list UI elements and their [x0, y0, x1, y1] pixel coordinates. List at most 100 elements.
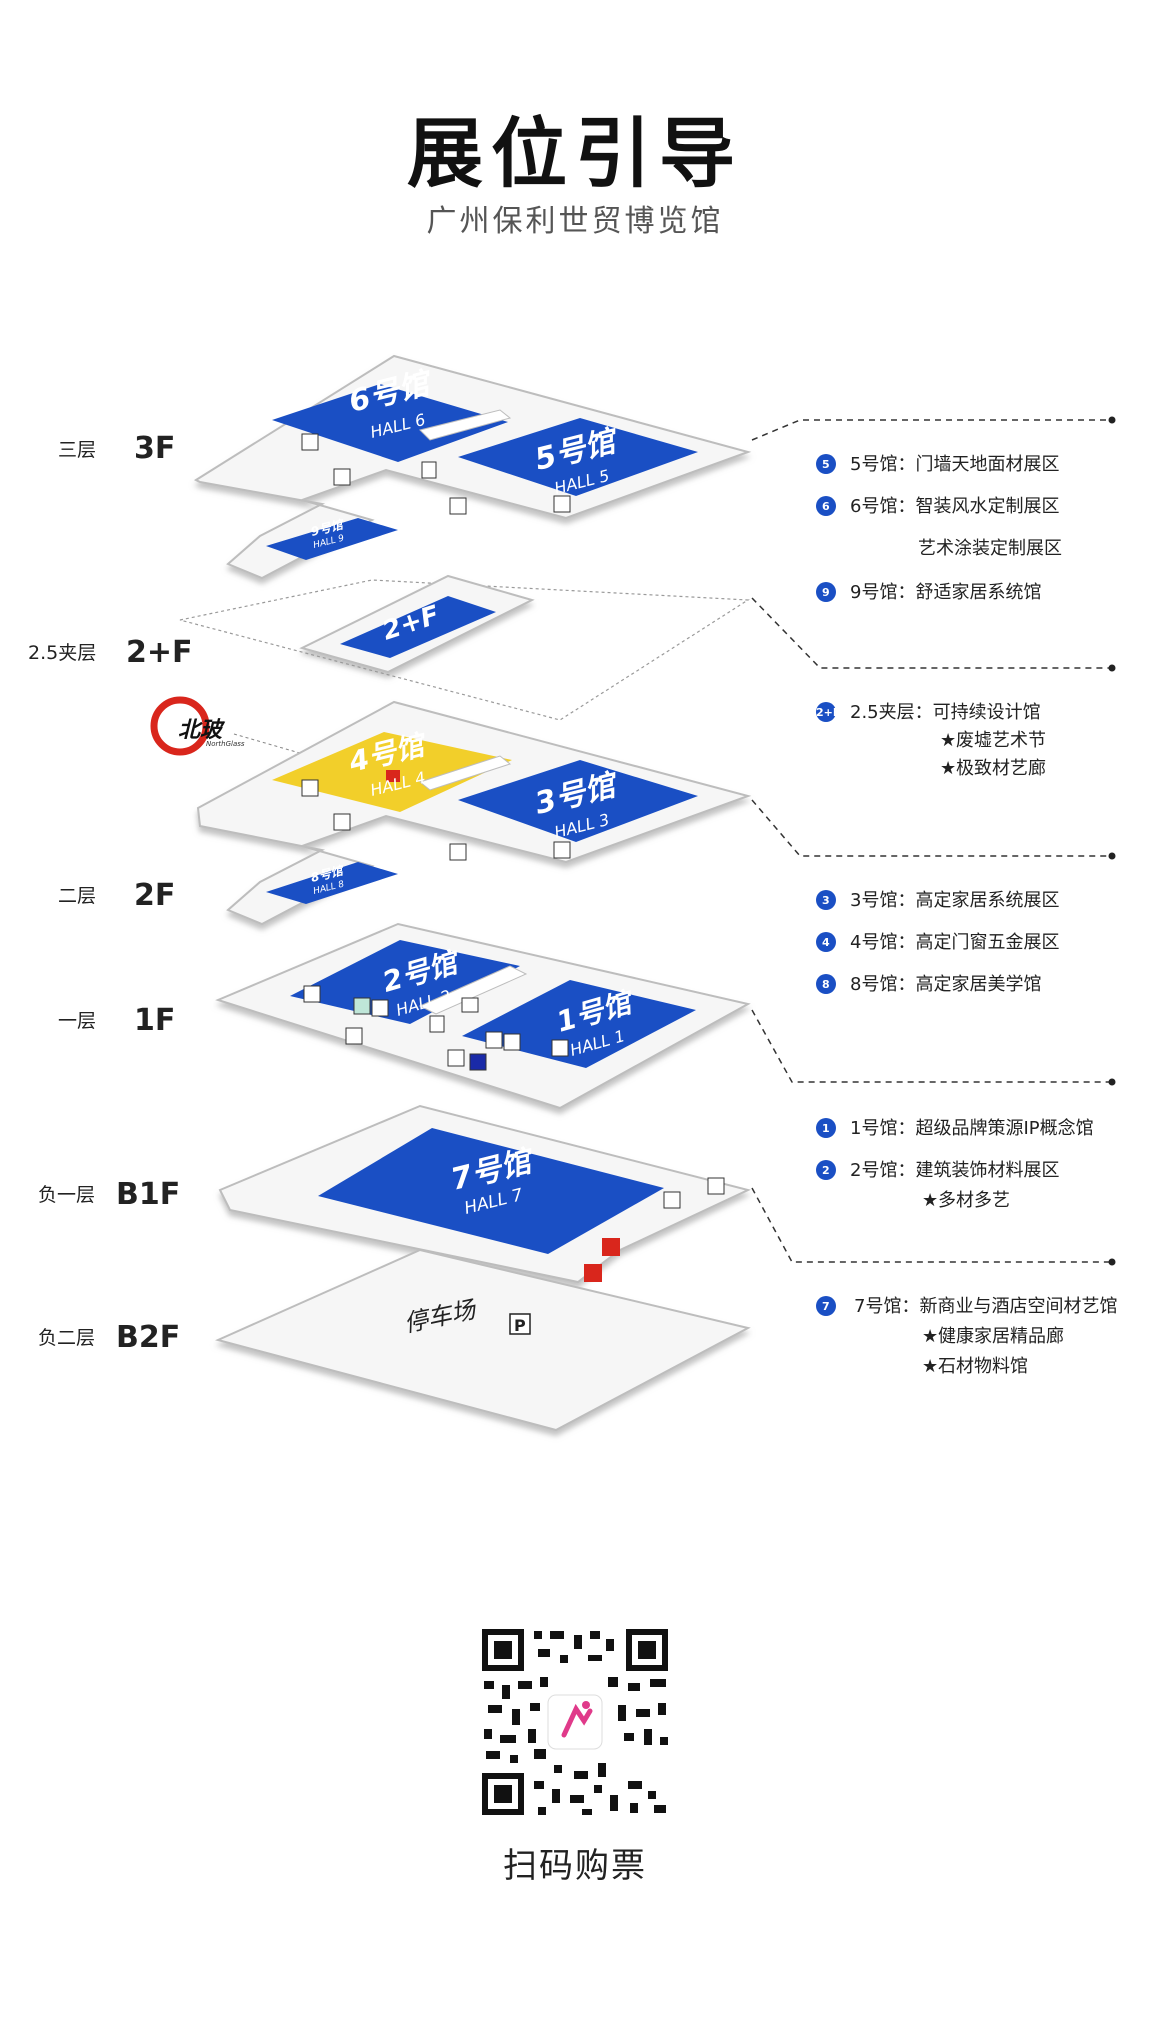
legend-item: 7号馆：新商业与酒店空间材艺馆 — [854, 1296, 1117, 1317]
restroom-icon — [303, 985, 321, 1003]
legend-group-2f: 3 3号馆：高定家居系统展区 4 4号馆：高定门窗五金展区 8 8号馆：高定家居… — [816, 890, 1059, 995]
legend-item: 极致材艺廊 — [956, 758, 1046, 779]
luggage-icon — [371, 999, 389, 1017]
legend-star: ★ — [940, 758, 956, 779]
app-logo-icon — [561, 1703, 593, 1738]
floor-code-label: 2+F — [126, 635, 193, 670]
info-icon — [421, 461, 437, 479]
legend-item: 9号馆：舒适家居系统馆 — [850, 582, 1041, 603]
floor-label-b2f: 负二层 B2F — [38, 1320, 180, 1355]
legend-item: 健康家居精品廊 — [938, 1326, 1064, 1347]
hall-block-5 — [458, 418, 698, 496]
legend-connectors — [751, 419, 1112, 1263]
legend-badge — [816, 1296, 836, 1316]
sponsor-logo-sub: NorthGlass — [206, 740, 245, 748]
legend-badge-text: 7 — [822, 1300, 830, 1313]
legend: 5 5号馆：门墙天地面材展区 6 6号馆：智装风水定制展区 艺术涂装定制展区 9… — [816, 454, 1117, 1377]
restroom-icon — [551, 1039, 569, 1057]
legend-item: 2号馆：建筑装饰材料展区 — [850, 1160, 1059, 1181]
legend-item: 6号馆：智装风水定制展区 — [850, 496, 1059, 517]
legend-item: 5号馆：门墙天地面材展区 — [850, 454, 1059, 475]
legend-badge — [816, 1160, 836, 1180]
atrium-void-3f — [419, 409, 512, 441]
floor-code-label: 2F — [134, 878, 175, 913]
hall-block-2 — [290, 940, 520, 1024]
legend-badge-text: 6 — [822, 500, 830, 513]
escalator-icon — [345, 1027, 363, 1045]
hall-block-8 — [266, 862, 398, 904]
legend-star: ★ — [922, 1190, 938, 1211]
legend-badge — [816, 974, 836, 994]
hall-block-2plus — [340, 596, 496, 658]
hall-block-6 — [272, 384, 508, 462]
legend-item: 石材物料馆 — [938, 1356, 1028, 1377]
legend-item: 3号馆：高定家居系统展区 — [850, 890, 1059, 911]
legend-badge-text: 2+F — [816, 706, 840, 719]
legend-badge — [816, 702, 836, 722]
connector-dots — [1108, 416, 1116, 1266]
legend-item: 4号馆：高定门窗五金展区 — [850, 932, 1059, 953]
floor-2plus: 2+F — [179, 574, 750, 721]
legend-badge — [816, 496, 836, 516]
legend-item: 多材多艺 — [938, 1190, 1010, 1211]
legend-badge-text: 9 — [822, 586, 830, 599]
mcdonalds-icon — [602, 1238, 620, 1256]
restroom-icon — [301, 779, 319, 797]
floor-code-label: B2F — [116, 1320, 180, 1355]
floor-label-1f: 一层 1F — [58, 1003, 175, 1038]
legend-group-3f: 5 5号馆：门墙天地面材展区 6 6号馆：智装风水定制展区 艺术涂装定制展区 9… — [816, 454, 1062, 603]
floor-map: 三层 3F 2.5夹层 2+F 二层 2F 一层 1F 负一层 B1F 负二层 … — [28, 354, 1117, 1432]
info-icon — [429, 1015, 445, 1033]
escalator-icon — [449, 843, 467, 861]
hall-block-7 — [318, 1128, 664, 1254]
legend-badge — [816, 932, 836, 952]
floor-code-label: 1F — [134, 1003, 175, 1038]
accessible-restroom-icon — [503, 1033, 521, 1051]
restroom-icon — [707, 1177, 725, 1195]
legend-star: ★ — [922, 1326, 938, 1347]
mezzanine-outline — [179, 579, 750, 721]
legend-item: 艺术涂装定制展区 — [918, 538, 1062, 559]
legend-badge-text: 3 — [822, 894, 830, 907]
escalator-icon — [447, 1049, 465, 1067]
legend-star: ★ — [922, 1356, 938, 1377]
qr-caption: 扫码购票 — [503, 1846, 647, 1886]
platform-b2f — [215, 1248, 751, 1432]
floor-2f: 4号馆 HALL 4 3号馆 HALL 3 8号馆 HALL 8 — [196, 700, 752, 926]
legend-badge — [816, 454, 836, 474]
floor-3f: 6号馆 HALL 6 5号馆 HALL 5 9号馆 HALL 9 — [193, 354, 752, 580]
sponsor-logo-text: 北玻 — [178, 718, 226, 743]
atrium-void-1f — [418, 965, 528, 1015]
restroom-icon — [553, 841, 571, 859]
floor-cn-label: 负二层 — [38, 1327, 95, 1349]
legend-badge — [816, 890, 836, 910]
restroom-icon — [553, 495, 571, 513]
legend-badge-text: 1 — [822, 1122, 830, 1135]
page-title: 展位引导 — [407, 109, 743, 198]
hall-block-9 — [266, 518, 398, 560]
ticket-qr-code[interactable] — [478, 1625, 672, 1819]
legend-item: 8号馆：高定家居美学馆 — [850, 974, 1041, 995]
qr-code-graphic — [478, 1625, 672, 1819]
sponsor-booth-marker — [386, 770, 400, 782]
floor-b1f: 7号馆 HALL 7 — [218, 1104, 751, 1284]
first-aid-icon — [469, 1053, 487, 1071]
legend-badge-text: 5 — [822, 458, 830, 471]
escalator-icon — [333, 813, 351, 831]
shop-icon — [485, 1031, 503, 1049]
floor-label-2f: 二层 2F — [58, 878, 175, 913]
mcdonalds-icon — [584, 1264, 602, 1282]
legend-group-b1f: 7 7号馆：新商业与酒店空间材艺馆 ★ 健康家居精品廊 ★ 石材物料馆 — [816, 1296, 1117, 1377]
legend-star: ★ — [940, 730, 956, 751]
nursing-room-icon — [353, 997, 371, 1015]
legend-item: 废墟艺术节 — [956, 730, 1046, 751]
hall-block-3 — [458, 760, 698, 842]
legend-item: 1号馆：超级品牌策源IP概念馆 — [850, 1117, 1094, 1139]
legend-item: 2.5夹层：可持续设计馆 — [850, 702, 1041, 723]
floor-cn-label: 2.5夹层 — [28, 642, 96, 664]
legend-badge — [816, 1118, 836, 1138]
floor-cn-label: 一层 — [58, 1010, 96, 1032]
floor-label-3f: 三层 3F — [58, 431, 175, 466]
floor-code-label: B1F — [116, 1177, 180, 1212]
floor-cn-label: 三层 — [58, 439, 96, 461]
